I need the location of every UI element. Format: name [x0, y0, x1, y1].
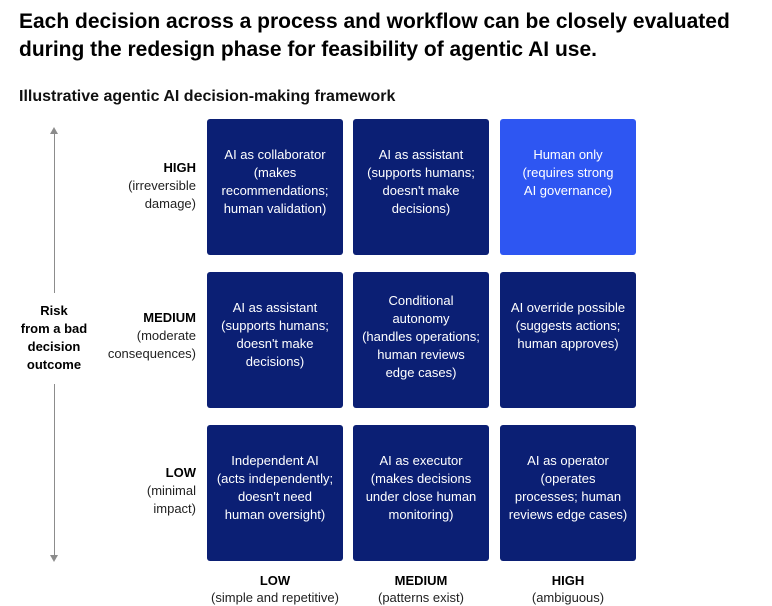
- y-level-medium: MEDIUM (moderate consequences): [108, 309, 196, 363]
- headline: Each decision across a process and workf…: [19, 10, 730, 61]
- chart-subtitle: Illustrative agentic AI decision-making …: [19, 88, 396, 105]
- x-level-high: HIGH (ambiguous): [493, 572, 643, 606]
- x-level-desc: (ambiguous): [531, 590, 605, 605]
- arrow-down-icon: [50, 555, 58, 562]
- x-level-desc: (simple and repetitive): [211, 590, 339, 605]
- x-level-name: LOW: [259, 573, 291, 588]
- x-level-name: MEDIUM: [394, 573, 448, 588]
- y-level-desc: (irreversible damage): [128, 178, 196, 211]
- cell-medium-risk-high-complexity: AI override possible (suggests actions; …: [500, 272, 636, 408]
- cell-medium-risk-low-complexity: AI as assistant (supports humans; doesn'…: [207, 272, 343, 408]
- y-level-low: LOW (minimal impact): [147, 464, 196, 518]
- y-level-desc: (moderate consequences): [107, 328, 196, 361]
- cell-high-risk-low-complexity: AI as collaborator (makes recommendation…: [207, 119, 343, 255]
- cell-low-risk-high-complexity: AI as operator (operates processes; huma…: [500, 425, 636, 561]
- x-level-desc: (patterns exist): [378, 590, 464, 605]
- y-level-name: HIGH: [163, 160, 197, 175]
- y-level-name: MEDIUM: [143, 310, 196, 325]
- cell-medium-risk-medium-complexity: Conditional autonomy (handles operations…: [353, 272, 489, 408]
- cell-low-risk-medium-complexity: AI as executor (makes decisions under cl…: [353, 425, 489, 561]
- y-axis-title: Risk from a bad decision outcome: [20, 303, 88, 372]
- y-level-desc: (minimal impact): [146, 483, 196, 516]
- cell-high-risk-high-complexity: Human only (requires strong AI governanc…: [500, 119, 636, 255]
- x-level-low: LOW (simple and repetitive): [200, 572, 350, 606]
- arrow-up-icon: [50, 127, 58, 134]
- x-level-name: HIGH: [551, 573, 585, 588]
- x-level-medium: MEDIUM (patterns exist): [346, 572, 496, 606]
- cell-high-risk-medium-complexity: AI as assistant (supports humans; doesn'…: [353, 119, 489, 255]
- cell-low-risk-low-complexity: Independent AI (acts independently; does…: [207, 425, 343, 561]
- y-axis-line-top: [54, 133, 55, 293]
- y-level-high: HIGH (irreversible damage): [128, 159, 196, 213]
- y-axis-line-bottom: [54, 384, 55, 556]
- y-level-name: LOW: [165, 465, 196, 480]
